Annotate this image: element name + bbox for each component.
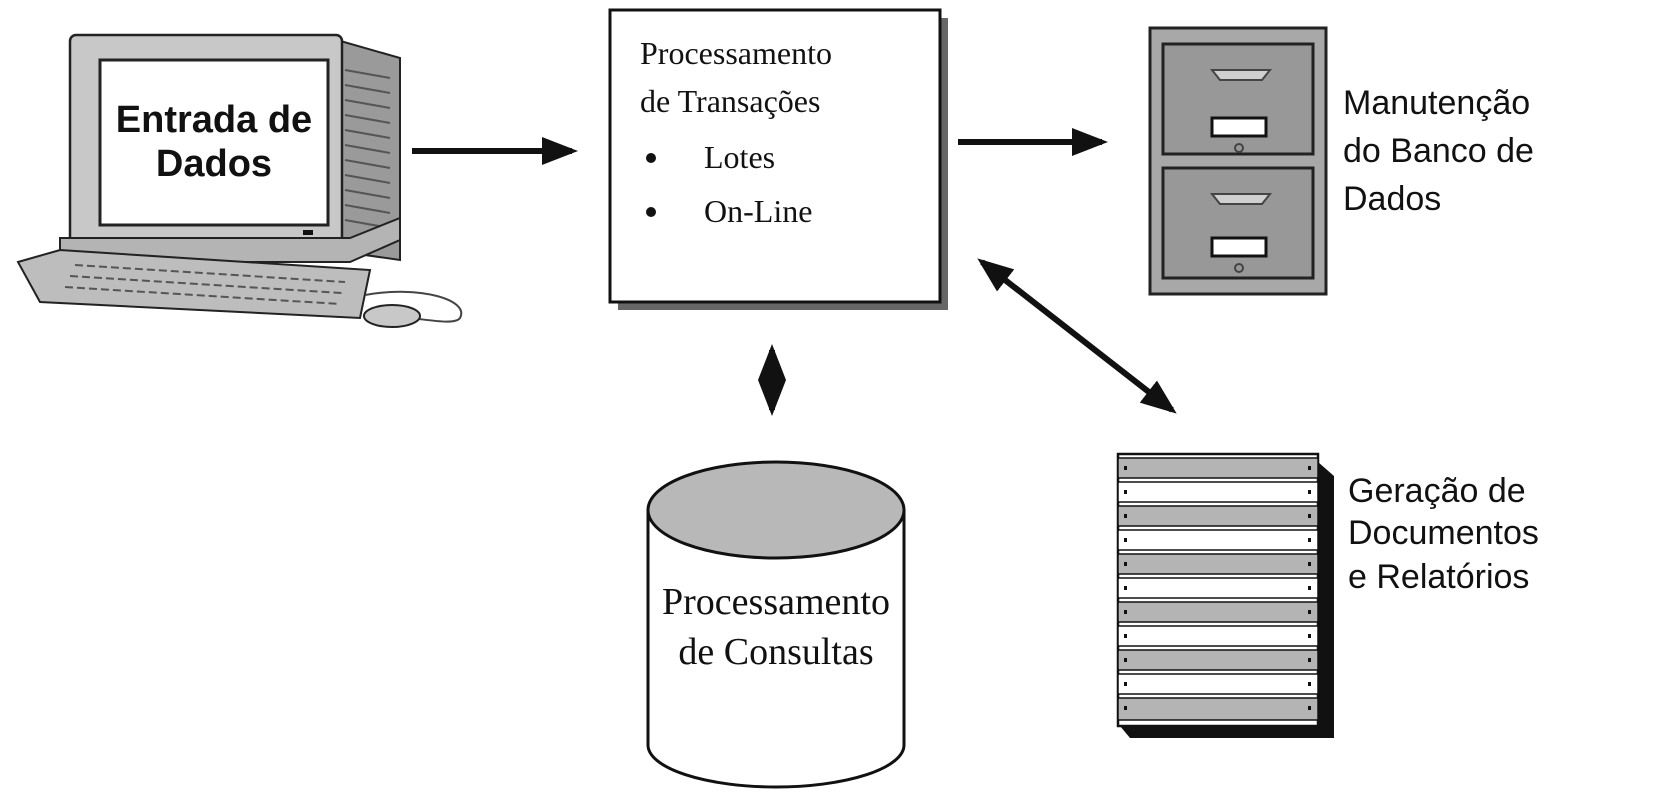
query-processing-label-line1: Processamento bbox=[662, 581, 890, 623]
file-cabinet-icon bbox=[1148, 26, 1328, 296]
bullet-icon bbox=[646, 153, 656, 163]
reports-label-line3: e Relatórios bbox=[1348, 558, 1529, 596]
transaction-bullet-lotes: Lotes bbox=[704, 139, 775, 175]
arrow-processing-reports bbox=[977, 258, 1177, 414]
transaction-processing-box: Processamento de Transações Lotes On-Lin… bbox=[608, 8, 948, 310]
report-stack-icon bbox=[1116, 452, 1334, 738]
transaction-title-line1: Processamento bbox=[640, 35, 832, 71]
transaction-bullet-online: On-Line bbox=[704, 193, 812, 229]
computer-screen-label-line1: Entrada de bbox=[116, 99, 312, 141]
bullet-icon bbox=[646, 207, 656, 217]
computer-icon: Entrada de Dados bbox=[16, 33, 463, 328]
reports-label-line1: Geração de bbox=[1348, 472, 1526, 510]
computer-screen-label-line2: Dados bbox=[156, 143, 272, 185]
reports-label-line2: Documentos bbox=[1348, 514, 1539, 552]
transaction-title-line2: de Transações bbox=[640, 83, 820, 119]
database-maintenance-label-line2: do Banco de bbox=[1343, 132, 1534, 170]
database-maintenance-label-line3: Dados bbox=[1343, 180, 1441, 218]
database-cylinder-icon: Processamento de Consultas bbox=[646, 460, 906, 789]
query-processing-label-line2: de Consultas bbox=[678, 631, 873, 673]
database-maintenance-label-line1: Manutenção bbox=[1343, 84, 1530, 122]
